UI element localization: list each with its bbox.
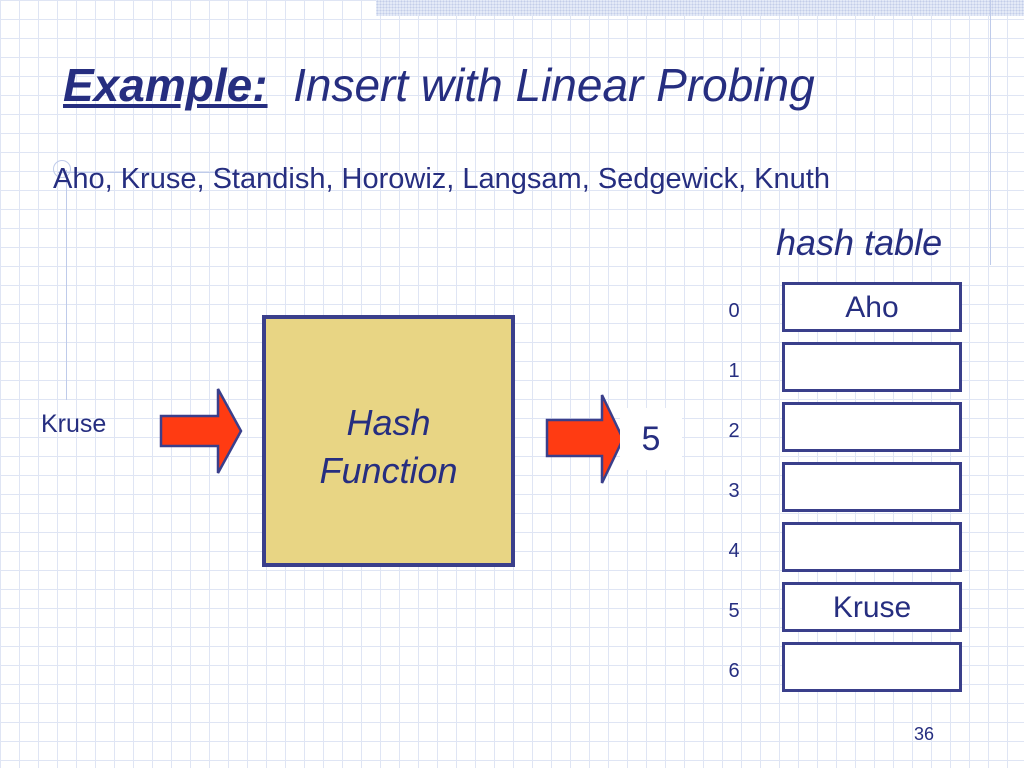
slot-index-6: 6 — [728, 660, 740, 682]
decorative-line-left — [66, 170, 67, 400]
hash-function-line1: Hash — [346, 402, 431, 443]
decorative-line-right — [990, 0, 991, 265]
hash-table-slot-6 — [782, 642, 962, 692]
hash-table-slot-3 — [782, 462, 962, 512]
hash-table-slot-0: Aho — [782, 282, 962, 332]
slot-index-2: 2 — [728, 420, 740, 442]
slot-index-4: 4 — [728, 540, 740, 562]
hash-result-box: 5 — [620, 408, 682, 470]
slot-index-3: 3 — [728, 480, 740, 502]
title-keyword: Example: — [63, 59, 268, 111]
hash-table-slot-1 — [782, 342, 962, 392]
output-arrow-shape — [545, 394, 625, 484]
hash-table-slot-5: Kruse — [782, 582, 962, 632]
slide-title: Example: Insert with Linear Probing — [63, 58, 815, 112]
output-arrow — [545, 394, 625, 484]
slot-index-5: 5 — [728, 600, 740, 622]
hash-function-line2: Function — [319, 450, 458, 491]
page-number: 36 — [914, 724, 935, 744]
hash-function-box: Hash Function — [262, 315, 515, 567]
decorative-circle — [53, 160, 71, 178]
title-text: Insert with Linear Probing — [293, 59, 815, 111]
hash-result-value: 5 — [641, 419, 661, 458]
decorative-line-top — [58, 172, 278, 173]
hash-table-slot-4 — [782, 522, 962, 572]
input-arrow — [159, 388, 243, 474]
input-arrow-shape — [159, 388, 243, 474]
hash-table-label: hash table — [776, 222, 943, 263]
slot-index-1: 1 — [728, 360, 740, 382]
input-key-label: Kruse — [41, 410, 107, 438]
hash-table-slot-2 — [782, 402, 962, 452]
slot-index-0: 0 — [728, 300, 740, 322]
slot-value-0: Aho — [845, 291, 899, 324]
names-list: Aho, Kruse, Standish, Horowiz, Langsam, … — [53, 163, 830, 195]
slot-value-5: Kruse — [832, 591, 912, 624]
top-decorative-band — [376, 0, 1024, 16]
